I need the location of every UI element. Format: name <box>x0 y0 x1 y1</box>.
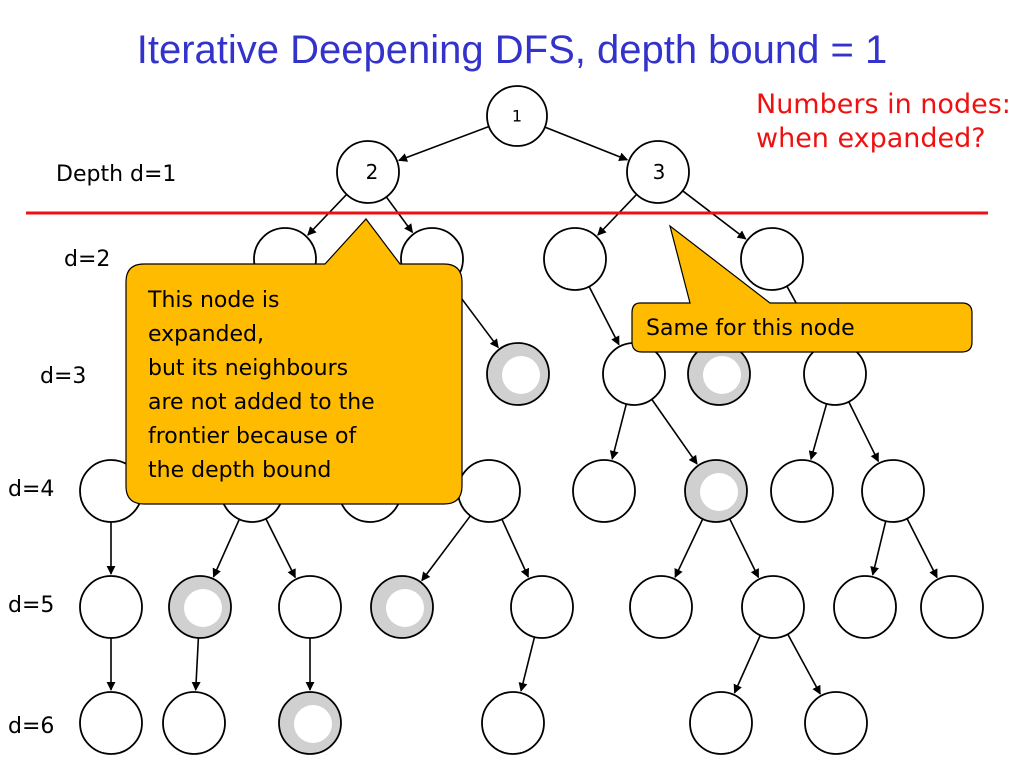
tree-node <box>629 575 693 639</box>
tree-node <box>741 575 805 639</box>
depth-label-3: d=3 <box>40 364 86 389</box>
tree-edge-arrow <box>906 518 938 579</box>
tree-node <box>861 459 925 523</box>
tree-node <box>920 575 984 639</box>
tree-edge-arrow <box>544 126 629 162</box>
tree-edge-arrow <box>808 403 828 461</box>
tree-node <box>689 691 753 755</box>
depth-label-4: d=4 <box>8 477 54 502</box>
depth-label-1: Depth d=1 <box>56 162 176 187</box>
tree-edges <box>106 125 938 695</box>
node-3-number: 3 <box>653 160 666 184</box>
tree-node <box>572 459 636 523</box>
depth-label-6: d=6 <box>8 714 54 739</box>
slide-title: Iterative Deepening DFS, depth bound = 1 <box>136 28 888 72</box>
tree-node <box>833 575 897 639</box>
tree-nodes <box>79 85 984 755</box>
tree-node <box>162 691 226 755</box>
tree-node <box>804 691 868 755</box>
callout-left-line: expanded, <box>148 322 265 347</box>
callout-right-bubble <box>631 224 973 353</box>
tree-edge-arrow <box>212 518 241 578</box>
tree-node-shaded-inner <box>294 705 332 743</box>
tree-node <box>481 691 545 755</box>
tree-node-shaded-inner <box>502 356 540 394</box>
tree-node-shaded-inner <box>703 356 741 394</box>
tree-node <box>486 85 548 147</box>
tree-node <box>626 140 690 204</box>
node-2-number: 2 <box>366 160 379 184</box>
tree-edge-arrow <box>307 193 348 236</box>
tree-edge-arrow <box>421 515 472 582</box>
tree-edge-arrow <box>385 196 414 234</box>
tree-edge-arrow <box>501 518 530 578</box>
tree-edge-arrow <box>588 286 620 346</box>
tree-edge-arrow <box>265 518 296 579</box>
node-1-number: 1 <box>512 107 522 126</box>
tree-node <box>770 459 834 523</box>
tree-edge-arrow <box>191 637 201 691</box>
tree-edge-arrow <box>848 401 880 463</box>
tree-node <box>336 140 400 204</box>
tree-edge-arrow <box>728 518 760 579</box>
tree-edge-arrow <box>651 398 698 465</box>
tree-node <box>543 227 607 291</box>
tree-node <box>740 227 804 291</box>
tree-edge-arrow <box>597 193 638 236</box>
tree-edge-arrow <box>733 634 762 694</box>
tree-node <box>278 575 342 639</box>
tree-edge-arrow <box>518 636 536 692</box>
callout-left-line: the depth bound <box>148 458 332 483</box>
callout-left-line: frontier because of <box>148 424 357 449</box>
tree-node <box>457 459 521 523</box>
numbers-note: Numbers in nodes: when expanded? <box>756 89 1011 154</box>
callout-left-bubble <box>125 218 463 505</box>
callout-right-text: Same for this node <box>646 316 855 341</box>
tree-node-shaded-inner <box>184 589 222 627</box>
tree-node-shaded-inner <box>700 473 738 511</box>
callout-left-line: This node is <box>148 288 280 313</box>
callout-left-text: This node is expanded, but its neighbour… <box>148 284 453 488</box>
tree-edge-arrow <box>682 190 747 240</box>
tree-edge-arrow <box>870 520 887 576</box>
tree-node <box>510 575 574 639</box>
tree-node-shaded-inner <box>386 589 424 627</box>
depth-label-2: d=2 <box>64 247 110 272</box>
callout-left-line: but its neighbours <box>148 356 349 381</box>
callout-left-line: are not added to the <box>148 390 375 415</box>
depth-label-5: d=5 <box>8 593 54 618</box>
tree-edge-arrow <box>674 518 704 578</box>
tree-edge-arrow <box>398 125 490 162</box>
tree-edge-arrow <box>609 403 628 460</box>
tree-edge-arrow <box>787 633 821 695</box>
tree-node <box>79 691 143 755</box>
tree-node <box>79 575 143 639</box>
